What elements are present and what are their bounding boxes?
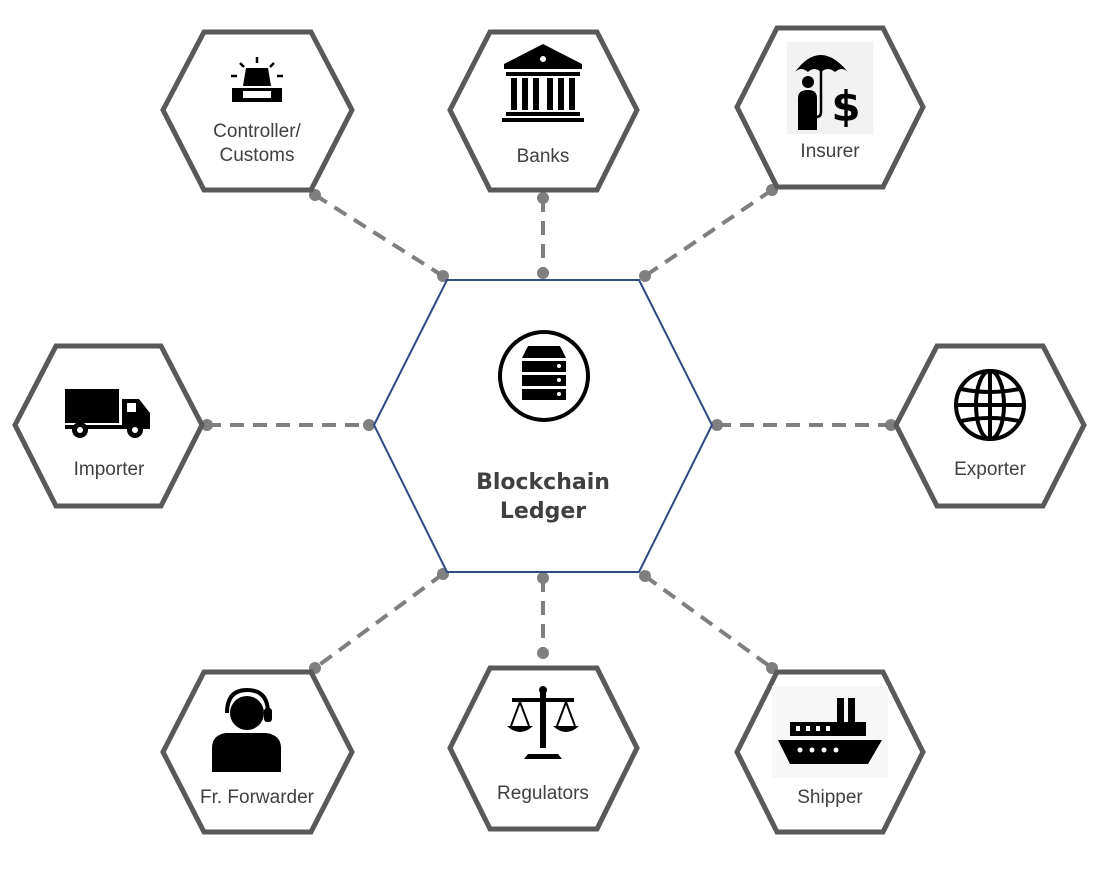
- node-forwarder: Fr. Forwarder: [160, 669, 355, 835]
- shipper-label: Shipper: [797, 787, 863, 808]
- importer-label: Importer: [74, 459, 145, 480]
- truck-icon: [65, 389, 150, 438]
- connector-exporter: [711, 419, 897, 431]
- exporter-label: Exporter: [954, 459, 1026, 480]
- node-shipper: Shipper: [734, 669, 926, 835]
- customs-label-line2: Customs: [220, 145, 295, 166]
- customs-label-line1: Controller/: [213, 121, 301, 142]
- connector-regulators: [537, 572, 549, 659]
- node-customs: Controller/ Customs: [160, 29, 355, 193]
- node-exporter: Exporter: [893, 343, 1087, 509]
- connectors: [201, 184, 897, 674]
- connector-customs: [309, 189, 449, 282]
- ship-icon: [772, 686, 888, 778]
- connector-importer: [201, 419, 375, 431]
- svg-text:$: $: [831, 82, 860, 131]
- center-label-line1: Blockchain: [476, 470, 610, 495]
- forwarder-label: Fr. Forwarder: [200, 787, 315, 808]
- insurer-umbrella-dollar-icon: $: [787, 42, 873, 134]
- siren-icon: [231, 57, 283, 102]
- scales-icon: [507, 686, 579, 759]
- center-label-line2: Ledger: [500, 499, 586, 524]
- node-insurer: $ Insurer: [734, 25, 926, 190]
- connector-banks: [537, 192, 549, 279]
- node-importer: Importer: [12, 343, 205, 509]
- node-regulators: Regulators: [447, 665, 640, 832]
- insurer-label: Insurer: [800, 141, 860, 162]
- node-banks: Banks: [447, 29, 640, 193]
- banks-label: Banks: [517, 146, 570, 167]
- globe-icon: [954, 369, 1026, 441]
- connector-insurer: [639, 184, 778, 282]
- headset-agent-icon: [212, 687, 281, 772]
- connector-shipper: [639, 570, 778, 674]
- blockchain-ledger-node: Blockchain Ledger: [372, 279, 714, 573]
- connector-forwarder: [309, 568, 449, 674]
- server-stack-icon: [498, 330, 590, 422]
- regulators-label: Regulators: [497, 783, 589, 804]
- bank-icon: [502, 44, 584, 122]
